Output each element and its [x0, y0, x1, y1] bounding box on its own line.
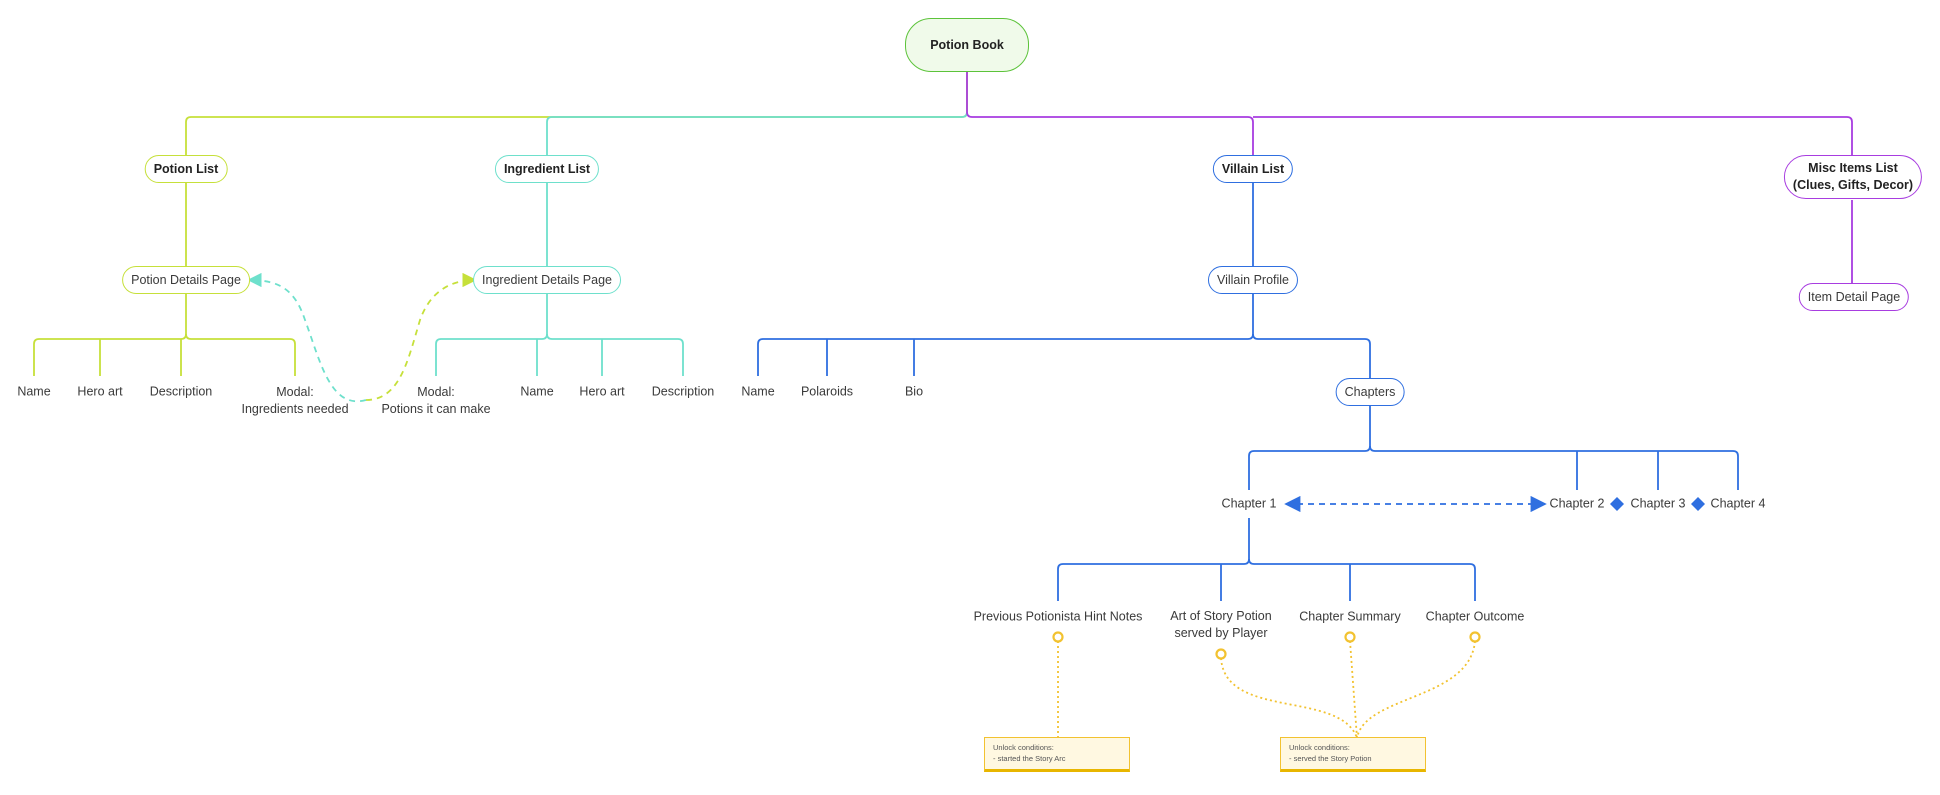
connector-root-to-ingredient: [546, 111, 968, 158]
chapter-part-hint-notes[interactable]: Previous Potionista Hint Notes: [973, 609, 1143, 624]
ingredient-list-node[interactable]: Ingredient List: [494, 155, 600, 183]
villain-field-name[interactable]: Name: [741, 384, 775, 399]
link-modal-to-ingredient-details: [365, 272, 477, 401]
note1-body: - started the Story Arc: [993, 754, 1066, 763]
ingredient-field-modal[interactable]: Modal: Potions it can make: [381, 384, 490, 418]
ingredient-modal-line2: Potions it can make: [381, 402, 491, 416]
ingredient-field-hero-art[interactable]: Hero art: [579, 384, 625, 399]
unlock-note-story-potion[interactable]: Unlock conditions: - served the Story Po…: [1280, 737, 1426, 772]
villain-profile-node[interactable]: Villain Profile: [1207, 266, 1299, 294]
misc-items-list-label: Misc Items List: [1808, 161, 1898, 175]
potion-modal-line2: Ingredients needed: [241, 402, 349, 416]
misc-items-list-node[interactable]: Misc Items List (Clues, Gifts, Decor): [1783, 155, 1923, 199]
connector-villain-profile-to-fields: [757, 292, 1254, 376]
potion-field-name[interactable]: Name: [17, 384, 51, 399]
misc-items-list-sublabel: (Clues, Gifts, Decor): [1792, 178, 1914, 192]
ingredient-field-name[interactable]: Name: [520, 384, 554, 399]
item-detail-page-node[interactable]: Item Detail Page: [1798, 283, 1910, 311]
story-art-line1: Art of Story Potion: [1170, 609, 1272, 623]
root-node-potion-book[interactable]: Potion Book: [905, 18, 1029, 72]
potion-field-modal[interactable]: Modal: Ingredients needed: [241, 384, 348, 418]
potion-field-hero-art[interactable]: Hero art: [77, 384, 123, 399]
chapter-1-node[interactable]: Chapter 1: [1221, 496, 1277, 511]
ingredient-field-description[interactable]: Description: [651, 384, 715, 399]
diamond-chapter2-chapter3: [1610, 497, 1624, 511]
connector-root-to-potion: [185, 70, 968, 158]
note-connector-art: [1220, 657, 1358, 739]
connector-villain-profile-to-chapters: [1252, 333, 1371, 379]
chapter-part-story-art[interactable]: Art of Story Potion served by Player: [1170, 608, 1271, 642]
connector-root-to-misc: [1253, 116, 1853, 157]
connector-root-to-villain: [966, 70, 1254, 158]
potion-modal-line1: Modal:: [276, 385, 314, 399]
note1-title: Unlock conditions:: [993, 743, 1054, 752]
chapter-2-node[interactable]: Chapter 2: [1549, 496, 1605, 511]
chapter-part-summary[interactable]: Chapter Summary: [1299, 609, 1401, 624]
diamond-chapter3-chapter4: [1691, 497, 1705, 511]
potion-list-node[interactable]: Potion List: [144, 155, 228, 183]
note-connector-outcome: [1356, 640, 1476, 739]
villain-list-node[interactable]: Villain List: [1212, 155, 1294, 183]
ingredient-details-page-node[interactable]: Ingredient Details Page: [473, 266, 621, 294]
villain-field-bio[interactable]: Bio: [904, 384, 924, 399]
anchor-outcome: [1469, 631, 1481, 643]
link-modal-to-potion-details: [247, 272, 367, 403]
note-connector-summary: [1349, 640, 1358, 739]
villain-field-polaroids[interactable]: Polaroids: [800, 384, 854, 399]
note2-body: - served the Story Potion: [1289, 754, 1372, 763]
story-art-line2: served by Player: [1174, 626, 1268, 640]
chapters-node[interactable]: Chapters: [1335, 378, 1405, 406]
connector-chapters-to-chapter-list: [1248, 404, 1371, 490]
chapter-3-node[interactable]: Chapter 3: [1630, 496, 1686, 511]
connector-potion-details-to-fields: [33, 292, 187, 376]
chapter-4-node[interactable]: Chapter 4: [1710, 496, 1766, 511]
connector-ingredient-details-to-fields: [435, 292, 548, 376]
anchor-summary: [1344, 631, 1356, 643]
potion-details-page-node[interactable]: Potion Details Page: [122, 266, 250, 294]
potion-field-description[interactable]: Description: [149, 384, 213, 399]
note2-title: Unlock conditions:: [1289, 743, 1350, 752]
anchor-art: [1215, 648, 1227, 660]
chapter-part-outcome[interactable]: Chapter Outcome: [1425, 609, 1525, 624]
ingredient-modal-line1: Modal:: [417, 385, 455, 399]
anchor-hint-notes: [1052, 631, 1064, 643]
unlock-note-story-arc[interactable]: Unlock conditions: - started the Story A…: [984, 737, 1130, 772]
